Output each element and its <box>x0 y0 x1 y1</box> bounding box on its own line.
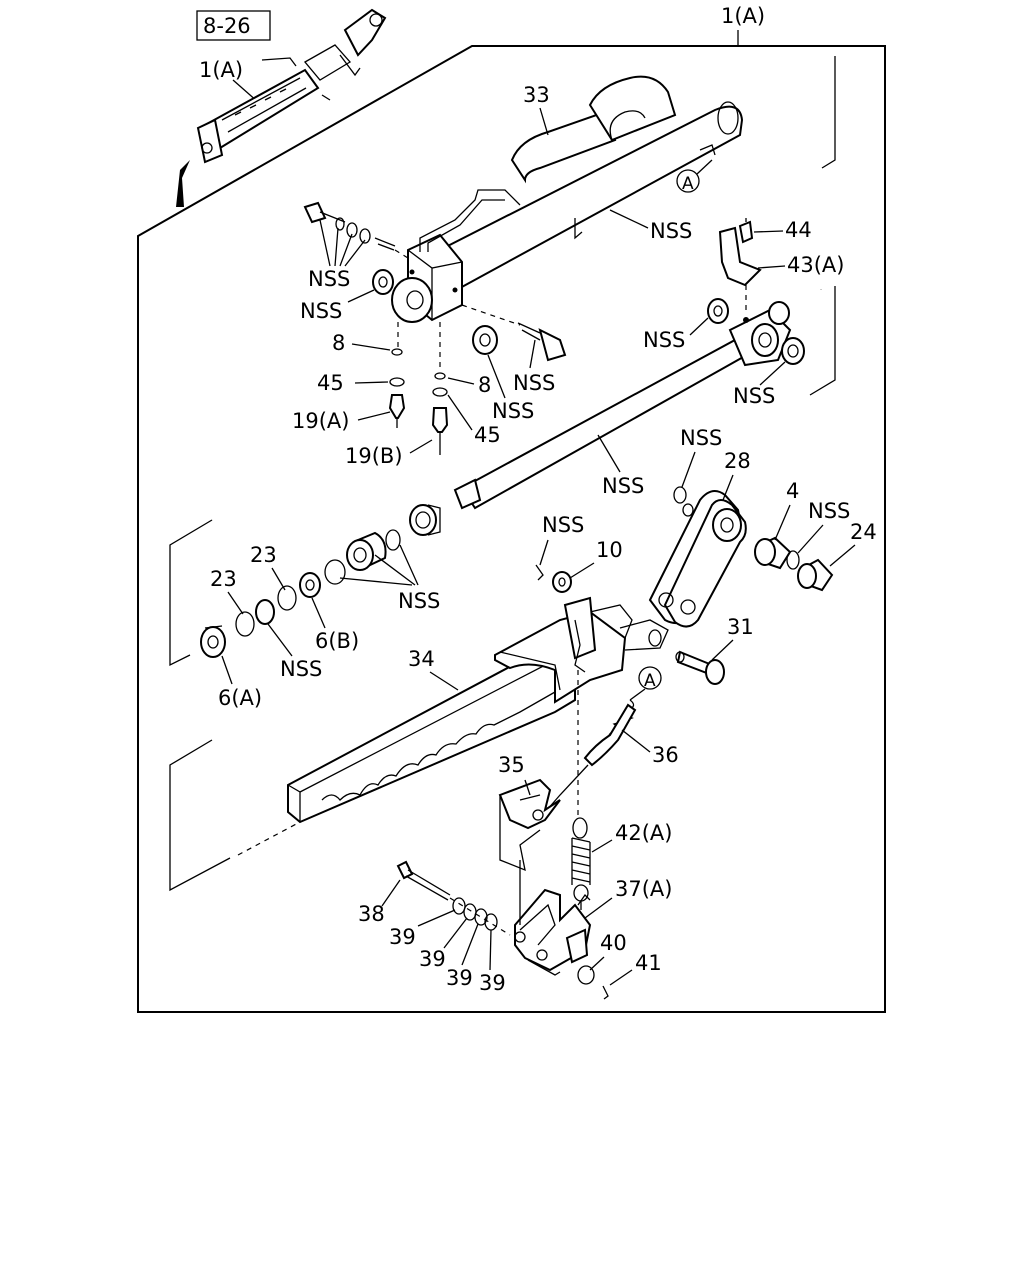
callout-nss-joint-left: NSS <box>643 328 685 352</box>
grease-fittings: 8 45 19(A) 8 45 19(B) <box>292 322 501 468</box>
cross-shaft: NSS NSS NSS <box>453 298 805 510</box>
callout-39-d: 39 <box>479 971 506 995</box>
callout-8-left: 8 <box>332 331 345 355</box>
callout-6a: 6(A) <box>218 686 262 710</box>
callout-nss-oring: NSS <box>280 657 322 681</box>
callout-41: 41 <box>635 951 662 975</box>
reference-box <box>196 10 271 41</box>
callout-nss-joint-right: NSS <box>733 384 775 408</box>
callout-a-upper: A <box>676 159 713 194</box>
reference-thumbnail: 8-26 1(A) <box>176 8 387 207</box>
callout-nss-bolts: NSS <box>308 267 350 291</box>
channel-34: 34 <box>169 596 669 892</box>
callout-19b: 19(B) <box>345 444 403 468</box>
callout-8-right: 8 <box>478 373 491 397</box>
detail-frame: 1(A) <box>137 4 886 1013</box>
callout-nss-bushings: NSS <box>398 589 440 613</box>
spring-42a: 42(A) <box>571 817 672 910</box>
callout-19a: 19(A) <box>292 409 349 433</box>
callout-39-c: 39 <box>446 966 473 990</box>
reference-assembly-label: 1(A) <box>199 58 243 82</box>
callout-35: 35 <box>498 753 525 777</box>
cover-33: 33 <box>510 75 677 184</box>
callout-nss-ring: NSS <box>808 499 850 523</box>
callout-23-lower: 23 <box>210 567 237 591</box>
lever-35: 35 <box>498 753 561 872</box>
pin-31: 31 <box>675 615 754 685</box>
callout-34: 34 <box>408 647 435 671</box>
callout-28: 28 <box>724 449 751 473</box>
svg-text:A: A <box>682 174 694 194</box>
bolt-right-block: NSS NSS <box>461 304 567 423</box>
callout-38: 38 <box>358 902 385 926</box>
callout-nss-pin: NSS <box>542 513 584 537</box>
bolt-cluster-left: NSS <box>303 201 409 291</box>
callout-6b: 6(B) <box>315 629 359 653</box>
callout-39-a: 39 <box>389 925 416 949</box>
callout-nss-shaft: NSS <box>602 474 644 498</box>
callout-39-b: 39 <box>419 947 446 971</box>
callout-4: 4 <box>786 479 799 503</box>
callout-45-left: 45 <box>317 371 344 395</box>
frame-assembly-label: 1(A) <box>721 4 765 28</box>
callout-42a: 42(A) <box>615 821 672 845</box>
callout-44: 44 <box>785 218 812 242</box>
callout-nss-tube: NSS <box>650 219 692 243</box>
spring-36: A 36 <box>539 666 679 819</box>
washer-40-cotter-41: 40 41 <box>577 931 662 1000</box>
callout-43a: 43(A) <box>787 253 844 277</box>
callout-23-upper: 23 <box>250 543 277 567</box>
callout-nss-washer-right: NSS <box>492 399 534 423</box>
pointer-arrow-icon <box>176 160 190 207</box>
callout-45-right: 45 <box>474 423 501 447</box>
callout-nss-clip: NSS <box>680 426 722 450</box>
pin-washer-10: NSS 10 <box>535 513 623 593</box>
callout-31: 31 <box>727 615 754 639</box>
svg-text:A: A <box>644 671 656 691</box>
upper-tube <box>391 101 744 323</box>
bushings-4-24: 4 NSS 24 <box>754 479 877 592</box>
reference-label: 8-26 <box>203 14 251 38</box>
callout-10: 10 <box>596 538 623 562</box>
link-arm-28: 28 NSS <box>648 426 751 628</box>
callout-24: 24 <box>850 520 877 544</box>
callout-33: 33 <box>523 83 550 107</box>
callout-nss-hidden: NSS <box>820 289 822 291</box>
callout-36: 36 <box>652 743 679 767</box>
callout-nss-bolt-right: NSS <box>513 371 555 395</box>
callout-40: 40 <box>600 931 627 955</box>
bushing-stack: NSS 23 23 6(B) NSS 6(A) <box>169 504 441 710</box>
bracket-37a: 37(A) <box>514 860 672 976</box>
bracket-43a: 44 43(A) <box>718 218 844 315</box>
callout-37a: 37(A) <box>615 877 672 901</box>
callout-nss-washer: NSS <box>300 299 342 323</box>
bolt-38-washers: 38 39 39 39 39 <box>358 860 511 995</box>
